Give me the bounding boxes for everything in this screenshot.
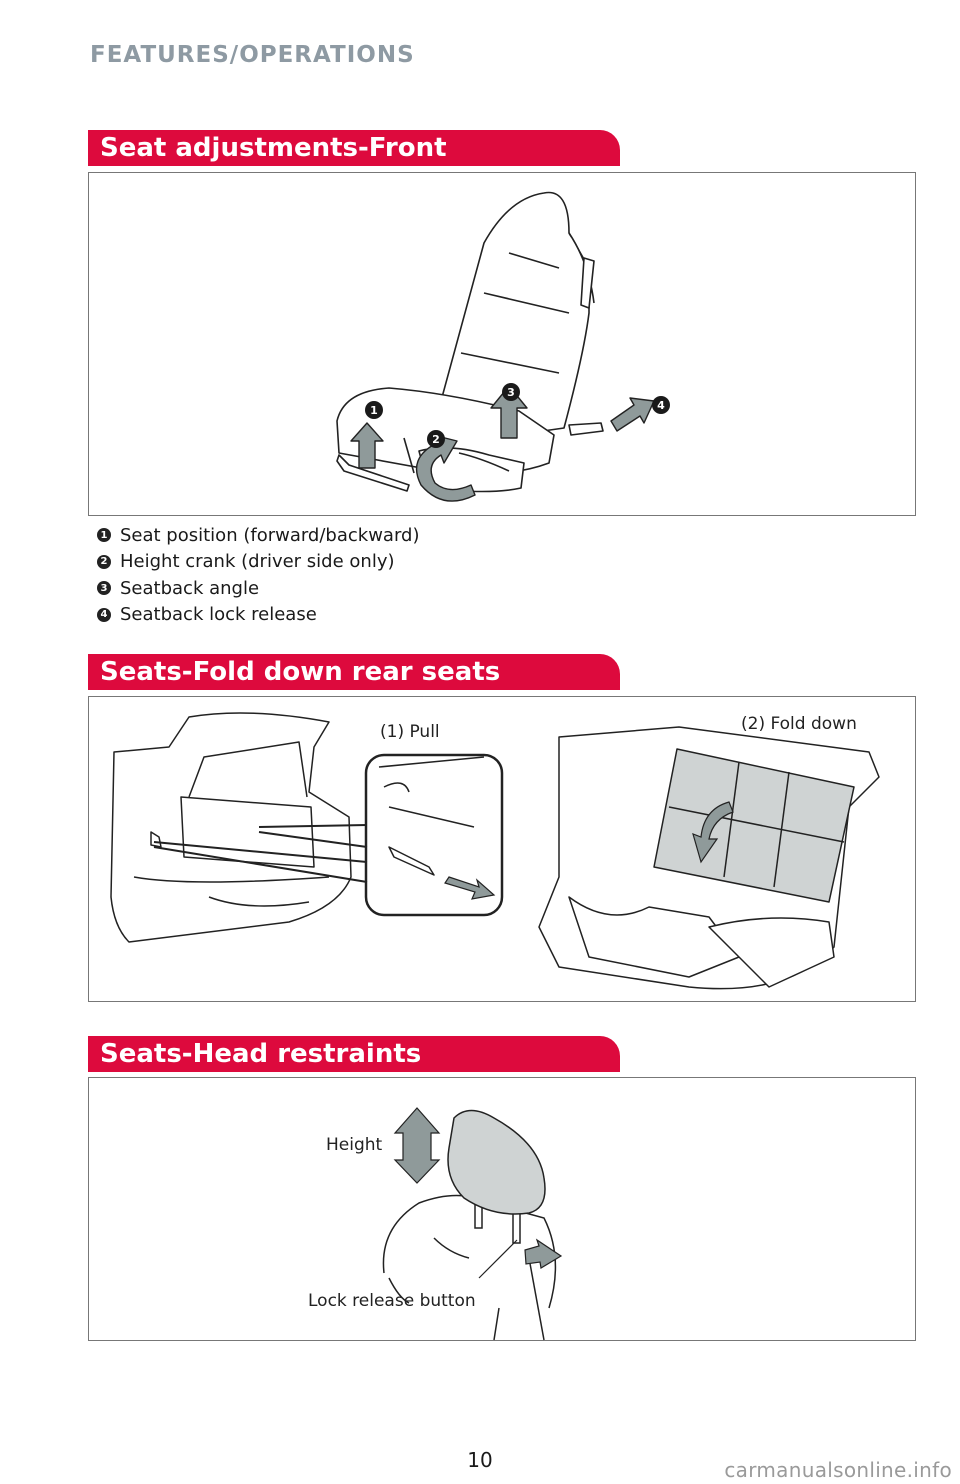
fold-seats-figure: (1) Pull (2) Fold down: [88, 696, 916, 1002]
legend-text: Height crank (driver side only): [120, 551, 395, 573]
fold-seats-illustration: [110, 712, 880, 990]
legend-item: 4 Seatback lock release: [97, 602, 420, 629]
section-title-front: Seat adjustments-Front: [88, 130, 620, 166]
head-restraint-illustration: [382, 1107, 563, 1341]
number-badge: 3: [97, 581, 111, 596]
fold-down-label: (2) Fold down: [741, 714, 857, 734]
front-number-badges: 1 2 3 4: [365, 383, 670, 448]
legend-text: Seatback angle: [120, 577, 260, 599]
legend-text: Seat position (forward/backward): [120, 524, 420, 546]
front-seat-figure: 1 2 3 4: [88, 172, 916, 516]
page-header: FEATURES/OPERATIONS: [90, 42, 415, 68]
height-label: Height: [326, 1135, 383, 1155]
badge-2: 2: [432, 433, 440, 446]
badge-4: 4: [657, 399, 665, 412]
lock-release-label: Lock release button: [308, 1291, 476, 1311]
section-title-fold: Seats-Fold down rear seats: [88, 654, 620, 690]
section-title-head: Seats-Head restraints: [88, 1036, 620, 1072]
legend-item: 2 Height crank (driver side only): [97, 549, 420, 576]
legend-item: 3 Seatback angle: [97, 575, 420, 602]
legend-text: Seatback lock release: [120, 604, 317, 626]
badge-1: 1: [370, 404, 378, 417]
head-restraint-figure: Height Lock release button: [88, 1077, 916, 1341]
number-badge: 2: [97, 554, 111, 569]
badge-3: 3: [507, 386, 515, 399]
watermark: carmanualsonline.info: [724, 1458, 952, 1482]
number-badge: 1: [97, 528, 111, 543]
front-seat-illustration: 1 2 3 4: [336, 191, 670, 502]
number-badge: 4: [97, 607, 111, 622]
page-number: 10: [467, 1448, 493, 1472]
front-seat-legend: 1 Seat position (forward/backward) 2 Hei…: [97, 522, 420, 628]
legend-item: 1 Seat position (forward/backward): [97, 522, 420, 549]
pull-label: (1) Pull: [380, 722, 440, 742]
